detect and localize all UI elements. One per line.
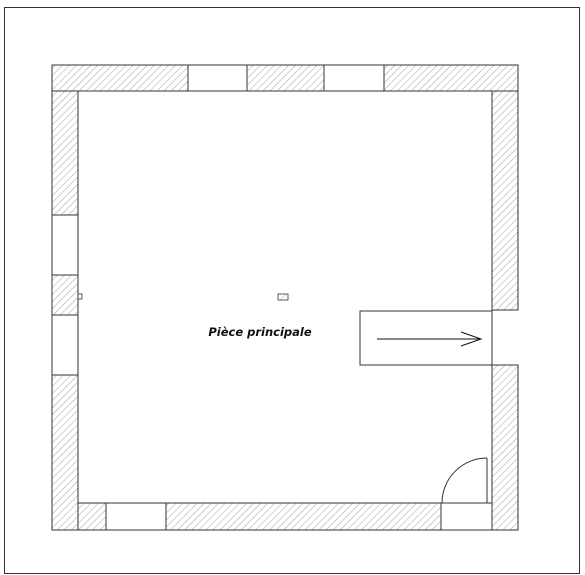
- window-top-right: [323, 64, 385, 92]
- window-bottom-left: [105, 502, 167, 531]
- door-opening-bottom-right: [440, 502, 493, 531]
- wall-left-middle: [51, 274, 79, 316]
- staircase-outline: [359, 310, 493, 366]
- wall-top-middle: [246, 64, 325, 92]
- door-swing-arc: [441, 457, 488, 504]
- wall-right-upper: [491, 90, 519, 311]
- wall-left-upper: [51, 90, 79, 216]
- door: [441, 457, 488, 504]
- page-frame: [4, 7, 580, 574]
- wall-bottom-middle: [165, 502, 442, 531]
- wall-bottom-left: [77, 502, 107, 531]
- window-top-left: [187, 64, 248, 92]
- openings: [51, 64, 493, 531]
- window-left-lower: [51, 314, 79, 376]
- center-fixture: [277, 293, 289, 301]
- window-left-upper: [51, 214, 79, 276]
- wall-left-lower: [51, 374, 79, 531]
- staircase: [359, 310, 493, 366]
- wall-top-left: [51, 64, 189, 92]
- staircase-arrow-head: [460, 331, 483, 347]
- wall-top-right: [383, 64, 519, 92]
- wall-right-lower: [491, 364, 519, 531]
- wall-outlet-left: [77, 293, 83, 300]
- room-label: Pièce principale: [208, 325, 312, 339]
